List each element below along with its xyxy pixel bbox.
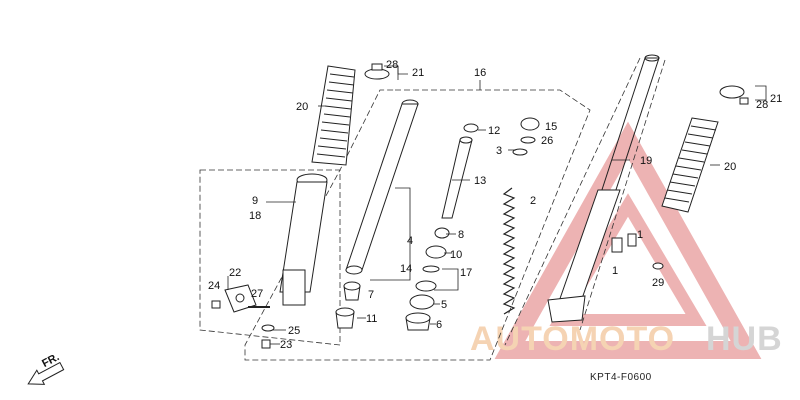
hardware-right [611,233,664,270]
right-fork-guide-right [579,59,666,331]
dust-boot-right [661,117,719,213]
label-part-28-left: 28 [386,59,398,71]
watermark-text-automoto: AUTOMOTO [470,320,675,358]
front-direction-arrow: FR. [27,351,65,385]
label-part-3: 3 [496,145,502,157]
label-part-5: 5 [441,299,447,311]
label-part-25: 25 [288,325,300,337]
label-part-29: 29 [652,277,664,289]
outer-tube-left [224,173,328,313]
label-part-23: 23 [280,339,292,351]
label-part-6: 6 [436,319,442,331]
label-part-1-lower: 1 [612,265,618,277]
label-part-14: 14 [400,263,412,275]
label-part-9: 9 [252,195,258,207]
label-part-20-left: 20 [296,101,308,113]
label-part-1-upper: 1 [637,229,643,241]
watermark-text-hub: HUB [706,320,783,358]
label-part-27: 27 [251,288,263,300]
label-part-28-right: 28 [756,99,768,111]
hardware-left [211,300,275,349]
band-clamp-right [719,85,749,105]
label-part-8: 8 [458,229,464,241]
label-part-11: 11 [366,313,377,325]
label-part-4: 4 [407,235,413,247]
label-part-19: 19 [640,155,652,167]
label-part-26: 26 [541,135,553,147]
watermark-triangle-outer [494,121,762,359]
fork-spring [502,187,516,315]
label-part-22: 22 [229,267,241,279]
label-part-18: 18 [249,210,261,222]
label-part-2: 2 [530,195,536,207]
label-part-13: 13 [474,175,486,187]
inner-tube [345,99,419,275]
band-clamp-left [364,63,390,80]
label-part-21-right: 21 [770,93,782,105]
dust-boot-left [311,65,356,166]
arrow-icon [27,361,65,385]
center-assembly-frame [244,89,591,361]
label-part-16: 16 [474,67,486,79]
center-parts [335,117,540,331]
label-part-20-right: 20 [724,161,736,173]
left-assembly-frame [199,169,341,346]
label-part-24: 24 [208,280,220,292]
right-fork-guide-left [504,57,641,346]
leader-lines [227,65,767,345]
label-part-7: 7 [368,289,374,301]
label-part-15: 15 [545,121,557,133]
part-labels: 28 21 16 20 12 15 26 3 13 2 9 18 4 8 10 … [208,59,782,351]
label-part-17: 17 [460,267,472,279]
label-part-10: 10 [450,249,462,261]
label-part-21-left: 21 [412,67,424,79]
label-part-12: 12 [488,125,500,137]
right-fork-tube [547,54,660,323]
diagram-code: KPT4-F0600 [590,372,652,383]
